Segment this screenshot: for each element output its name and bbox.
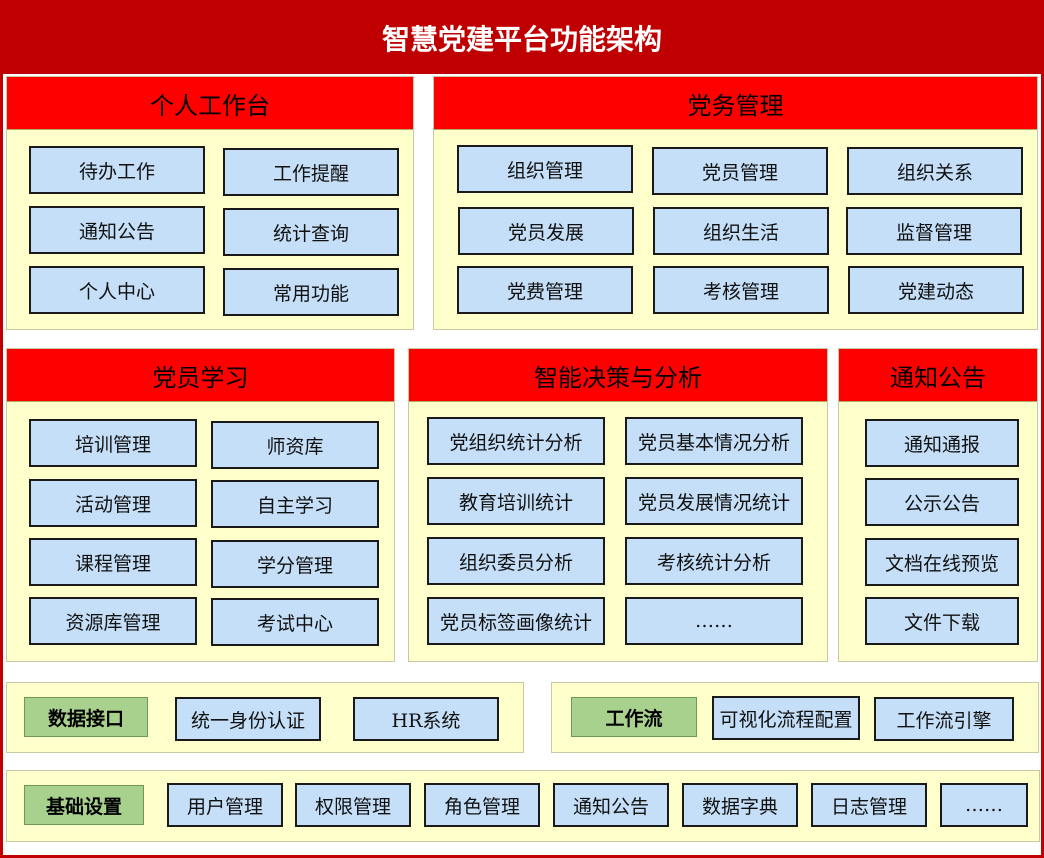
- data-interface-label: 数据接口: [24, 697, 148, 737]
- module-log-management[interactable]: 日志管理: [811, 783, 927, 827]
- module-org-management[interactable]: 组织管理: [457, 145, 633, 193]
- workflow-label: 工作流: [571, 697, 697, 737]
- panel-notice-header: 通知公告: [839, 349, 1037, 402]
- module-teacher-pool[interactable]: 师资库: [211, 421, 379, 469]
- module-data-dictionary[interactable]: 数据字典: [682, 783, 798, 827]
- panel-data-interface: 数据接口 统一身份认证 HR系统: [6, 682, 524, 753]
- panel-personal-workbench-header: 个人工作台: [7, 77, 413, 130]
- module-activity[interactable]: 活动管理: [29, 479, 197, 527]
- module-visual-flow-config[interactable]: 可视化流程配置: [712, 696, 860, 740]
- panel-decision-analysis: 智能决策与分析 党组织统计分析 党员基本情况分析 教育培训统计 党员发展情况统计…: [408, 348, 828, 662]
- panel-decision-analysis-header: 智能决策与分析: [409, 349, 827, 402]
- module-public-notice[interactable]: 公示公告: [865, 478, 1019, 526]
- module-common-functions[interactable]: 常用功能: [223, 268, 399, 316]
- panel-member-study: 党员学习 培训管理 师资库 活动管理 自主学习 课程管理 学分管理 资源库管理 …: [6, 348, 395, 662]
- module-org-stat-analysis[interactable]: 党组织统计分析: [427, 417, 605, 465]
- module-credits[interactable]: 学分管理: [211, 540, 379, 588]
- module-role-management[interactable]: 角色管理: [424, 783, 540, 827]
- module-course[interactable]: 课程管理: [29, 538, 197, 586]
- panel-party-affairs-header: 党务管理: [434, 77, 1037, 130]
- panel-base-settings: 基础设置 用户管理 权限管理 角色管理 通知公告 数据字典 日志管理 ……: [6, 770, 1040, 842]
- module-party-fee[interactable]: 党费管理: [457, 266, 633, 314]
- panel-member-study-header: 党员学习: [7, 349, 394, 402]
- page-title: 智慧党建平台功能架构: [0, 0, 1044, 76]
- panel-personal-workbench: 个人工作台 待办工作 工作提醒 通知公告 统计查询 个人中心 常用功能: [6, 76, 414, 330]
- module-supervision[interactable]: 监督管理: [846, 207, 1022, 255]
- module-assessment-stat[interactable]: 考核统计分析: [625, 537, 803, 585]
- panel-workflow: 工作流 可视化流程配置 工作流引擎: [551, 682, 1039, 753]
- module-member-management[interactable]: 党员管理: [652, 147, 828, 195]
- module-org-life[interactable]: 组织生活: [653, 207, 829, 255]
- module-education-stat[interactable]: 教育培训统计: [427, 477, 605, 525]
- module-exam-center[interactable]: 考试中心: [211, 598, 379, 646]
- module-member-tag-portrait[interactable]: 党员标签画像统计: [427, 597, 605, 645]
- module-todo-work[interactable]: 待办工作: [29, 146, 205, 194]
- panel-notice: 通知公告 通知通报 公示公告 文档在线预览 文件下载: [838, 348, 1038, 662]
- panel-party-affairs: 党务管理 组织管理 党员管理 组织关系 党员发展 组织生活 监督管理 党费管理 …: [433, 76, 1038, 330]
- module-self-study[interactable]: 自主学习: [211, 480, 379, 528]
- module-committee-analysis[interactable]: 组织委员分析: [427, 537, 605, 585]
- base-settings-label: 基础设置: [24, 785, 144, 825]
- module-notice-announcement[interactable]: 通知公告: [553, 783, 669, 827]
- module-assessment[interactable]: 考核管理: [653, 266, 829, 314]
- module-member-basic-analysis[interactable]: 党员基本情况分析: [625, 417, 803, 465]
- module-more[interactable]: ……: [625, 597, 803, 645]
- module-notice[interactable]: 通知公告: [29, 206, 205, 254]
- module-permission-management[interactable]: 权限管理: [295, 783, 411, 827]
- module-more-settings[interactable]: ……: [940, 783, 1028, 827]
- module-training[interactable]: 培训管理: [29, 419, 197, 467]
- module-member-development[interactable]: 党员发展: [458, 207, 634, 255]
- module-notification[interactable]: 通知通报: [865, 419, 1019, 467]
- module-stat-query[interactable]: 统计查询: [223, 208, 399, 256]
- module-development-stat[interactable]: 党员发展情况统计: [625, 477, 803, 525]
- module-hr-system[interactable]: HR系统: [353, 697, 499, 741]
- module-org-relations[interactable]: 组织关系: [847, 147, 1023, 195]
- module-workflow-engine[interactable]: 工作流引擎: [874, 697, 1014, 741]
- module-unified-auth[interactable]: 统一身份认证: [175, 697, 321, 741]
- module-personal-center[interactable]: 个人中心: [29, 266, 205, 314]
- module-user-management[interactable]: 用户管理: [167, 783, 283, 827]
- module-resource-library[interactable]: 资源库管理: [29, 597, 197, 645]
- module-work-reminder[interactable]: 工作提醒: [223, 148, 399, 196]
- module-party-news[interactable]: 党建动态: [848, 266, 1024, 314]
- module-doc-preview[interactable]: 文档在线预览: [865, 538, 1019, 586]
- module-file-download[interactable]: 文件下载: [865, 597, 1019, 645]
